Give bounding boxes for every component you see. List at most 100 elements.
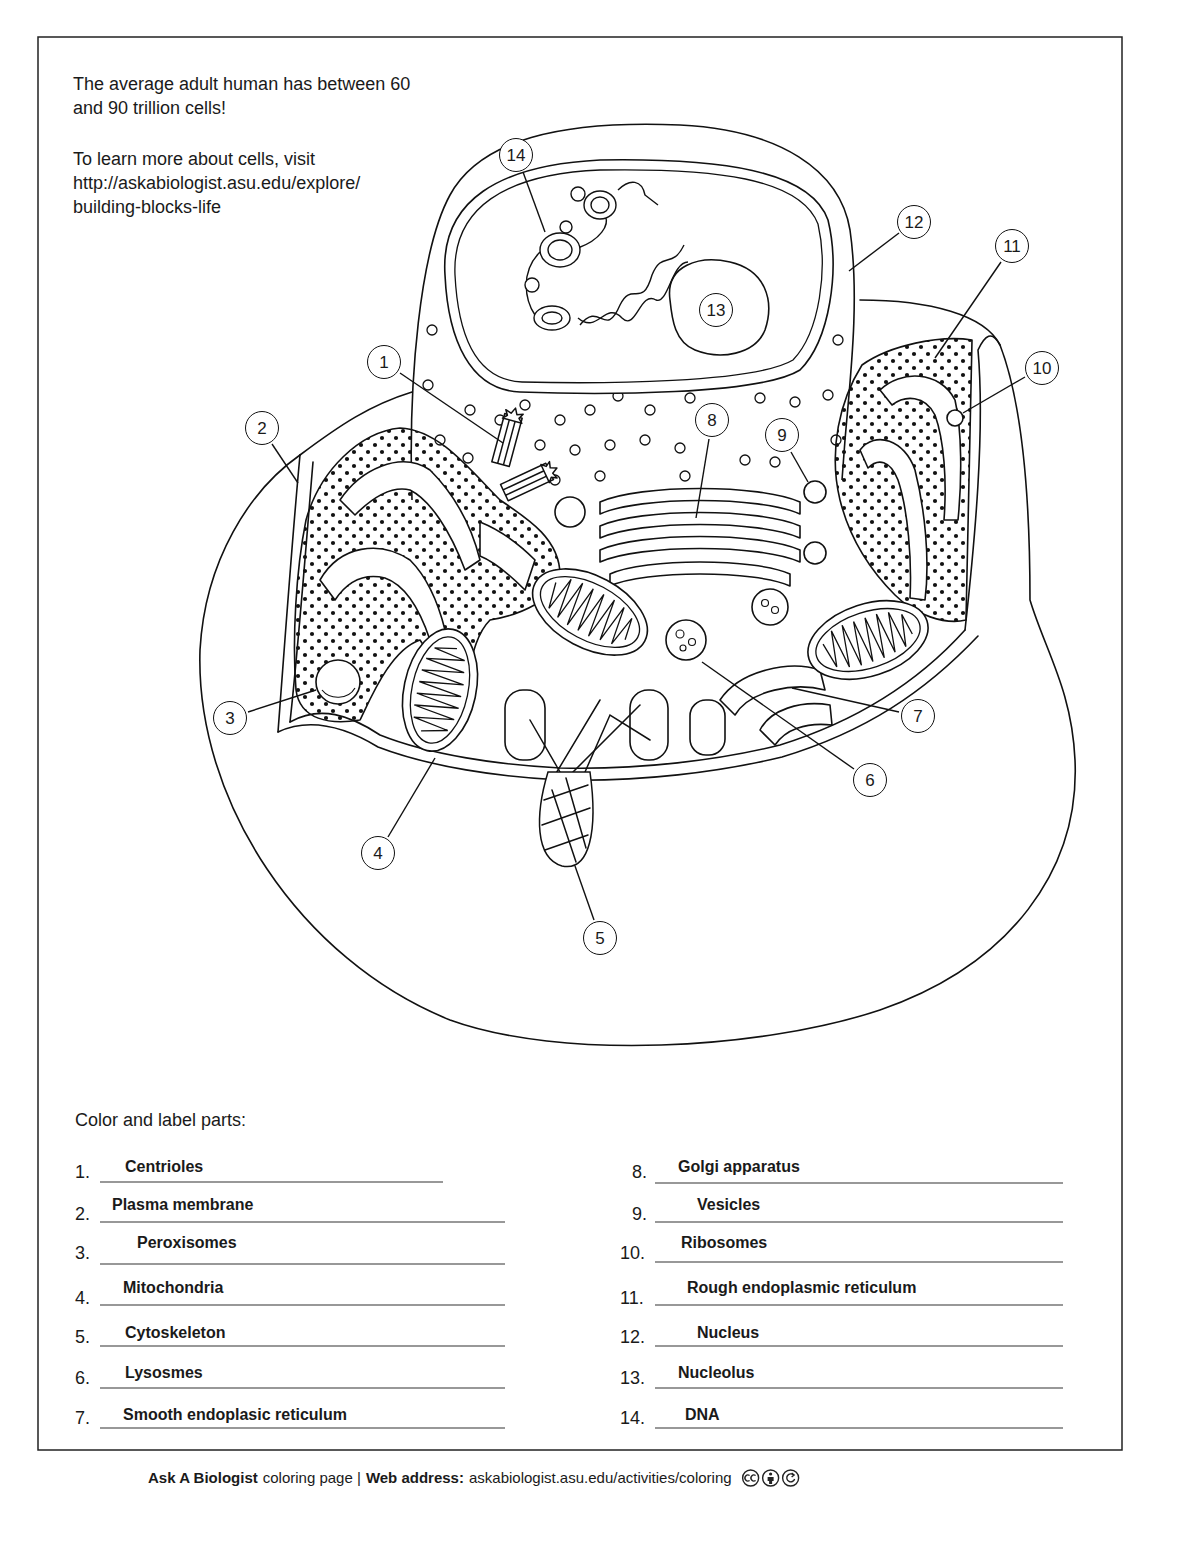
item-number: 9. xyxy=(632,1203,647,1225)
item-number: 2. xyxy=(75,1203,90,1225)
callout-number: 9 xyxy=(765,418,799,452)
part-name: Ribosomes xyxy=(681,1233,767,1253)
cytoskeleton xyxy=(566,778,586,848)
lysosome xyxy=(666,589,788,660)
dna xyxy=(525,182,688,330)
nucleus xyxy=(411,124,854,500)
callout-number: 6 xyxy=(853,763,887,797)
lysosome xyxy=(762,600,769,607)
lysosome xyxy=(680,645,686,651)
mitochondrion xyxy=(392,551,938,758)
part-name: Rough endoplasmic reticulum xyxy=(687,1278,916,1298)
part-name: Plasma membrane xyxy=(112,1195,253,1215)
centriole xyxy=(503,417,516,465)
footer-text: askabiologist.asu.edu/activities/colorin… xyxy=(469,1468,732,1488)
item-number: 14. xyxy=(620,1407,645,1429)
part-name: Vesicles xyxy=(697,1195,760,1215)
vesicle xyxy=(804,481,826,503)
dna xyxy=(578,262,688,323)
centriole xyxy=(491,406,525,467)
centriole xyxy=(491,406,561,502)
callout-number: 8 xyxy=(695,403,729,437)
callout-number-text: 5 xyxy=(595,930,604,947)
nuclear-envelope xyxy=(411,124,854,500)
callout-number: 4 xyxy=(361,836,395,870)
dna xyxy=(525,278,539,292)
answer-line xyxy=(655,1182,1063,1183)
nuclear-pore xyxy=(640,435,650,445)
golgi-apparatus xyxy=(555,489,800,587)
item-number: 3. xyxy=(75,1242,90,1264)
license-icons xyxy=(768,1477,774,1484)
item-number: 11. xyxy=(620,1287,644,1309)
part-name: Mitochondria xyxy=(123,1278,223,1298)
license-icons xyxy=(743,1470,759,1486)
answer-line xyxy=(100,1221,505,1222)
leader-line xyxy=(388,758,435,837)
rough-er xyxy=(320,548,445,640)
license-icons xyxy=(787,1474,795,1482)
leader-line xyxy=(248,690,316,712)
cytoskeleton xyxy=(542,808,590,825)
callout-number-text: 14 xyxy=(507,147,526,164)
callout-number-text: 7 xyxy=(913,708,922,725)
cytoskeleton xyxy=(555,700,600,775)
note-text: To learn more about cells, visit http://… xyxy=(73,147,418,219)
answer-line xyxy=(655,1261,1063,1262)
item-number: 5. xyxy=(75,1326,90,1348)
item-number: 7. xyxy=(75,1407,90,1429)
golgi-apparatus xyxy=(555,497,585,527)
nuclear-pore xyxy=(675,443,685,453)
callout-number-text: 8 xyxy=(707,412,716,429)
item-number: 13. xyxy=(620,1367,645,1389)
nuclear-envelope xyxy=(455,170,822,383)
rough-er xyxy=(480,522,535,590)
lysosome xyxy=(752,589,788,625)
nuclear-pore xyxy=(520,400,530,410)
item-number: 8. xyxy=(632,1161,647,1183)
cytoskeleton xyxy=(530,720,560,772)
leader-line xyxy=(791,452,808,482)
dna xyxy=(578,216,606,248)
callout-number: 13 xyxy=(699,293,733,327)
answer-line xyxy=(100,1427,505,1428)
callout-number: 14 xyxy=(499,138,533,172)
dna xyxy=(548,240,572,260)
leader-line xyxy=(935,262,1001,358)
leader-line xyxy=(248,172,1025,920)
callout-number: 2 xyxy=(245,411,279,445)
part-name: Centrioles xyxy=(125,1157,203,1177)
centriole xyxy=(498,415,511,463)
callout-number: 10 xyxy=(1025,351,1059,385)
nuclear-pore xyxy=(790,397,800,407)
smooth-er xyxy=(690,700,725,755)
answer-line xyxy=(100,1345,505,1346)
answer-line xyxy=(100,1387,505,1388)
centriole xyxy=(541,459,561,483)
mitochondrion xyxy=(798,587,938,694)
answer-line xyxy=(655,1345,1063,1346)
item-number: 6. xyxy=(75,1367,90,1389)
leader-line xyxy=(575,866,594,920)
leader-line xyxy=(696,439,709,518)
license-icons xyxy=(743,1470,799,1486)
dna xyxy=(591,197,609,213)
license-icons xyxy=(792,1473,795,1477)
centriole xyxy=(500,459,561,502)
part-name: DNA xyxy=(685,1405,720,1425)
cytoskeleton xyxy=(545,835,588,850)
callout-number-text: 1 xyxy=(379,354,388,371)
golgi-apparatus xyxy=(600,537,800,563)
peroxisome xyxy=(322,688,355,697)
lysosome xyxy=(689,639,696,646)
cytoskeleton xyxy=(530,700,650,867)
vesicle xyxy=(804,542,826,564)
item-number: 4. xyxy=(75,1287,90,1309)
license-icons xyxy=(751,1475,756,1481)
footer-text: Web address: xyxy=(366,1468,464,1488)
centriole xyxy=(506,474,551,495)
part-name: Golgi apparatus xyxy=(678,1157,800,1177)
item-number: 10. xyxy=(620,1242,645,1264)
callout-number: 7 xyxy=(901,699,935,733)
license-icons xyxy=(745,1475,750,1481)
